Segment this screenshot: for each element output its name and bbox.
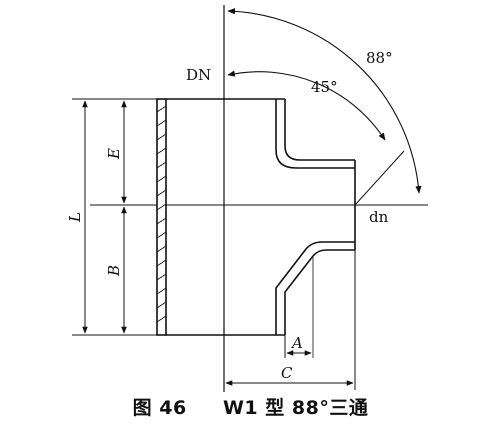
figure-caption: 图 46 W1 型 88°三通 — [0, 393, 501, 420]
label-dn-branch: dn — [369, 208, 389, 226]
label-dim-C: C — [281, 364, 293, 382]
angle-arc-88 — [227, 8, 422, 194]
tee-lower-wall — [275, 241, 355, 335]
angle-arc-45 — [227, 70, 386, 141]
main-pipe-left-wall — [156, 98, 167, 336]
label-dim-L: L — [66, 212, 84, 223]
label-angle-88: 88° — [366, 49, 393, 67]
label-dim-B: B — [105, 265, 123, 277]
label-dn-main: DN — [186, 66, 211, 84]
branch-guide-line — [354, 150, 405, 206]
tee-upper-wall — [275, 99, 355, 169]
figure-number: 图 46 — [132, 397, 187, 419]
label-dim-A: A — [290, 334, 303, 352]
figure-title: W1 型 88°三通 — [222, 397, 369, 419]
label-dim-E: E — [105, 148, 123, 160]
label-angle-45: 45° — [311, 78, 338, 96]
